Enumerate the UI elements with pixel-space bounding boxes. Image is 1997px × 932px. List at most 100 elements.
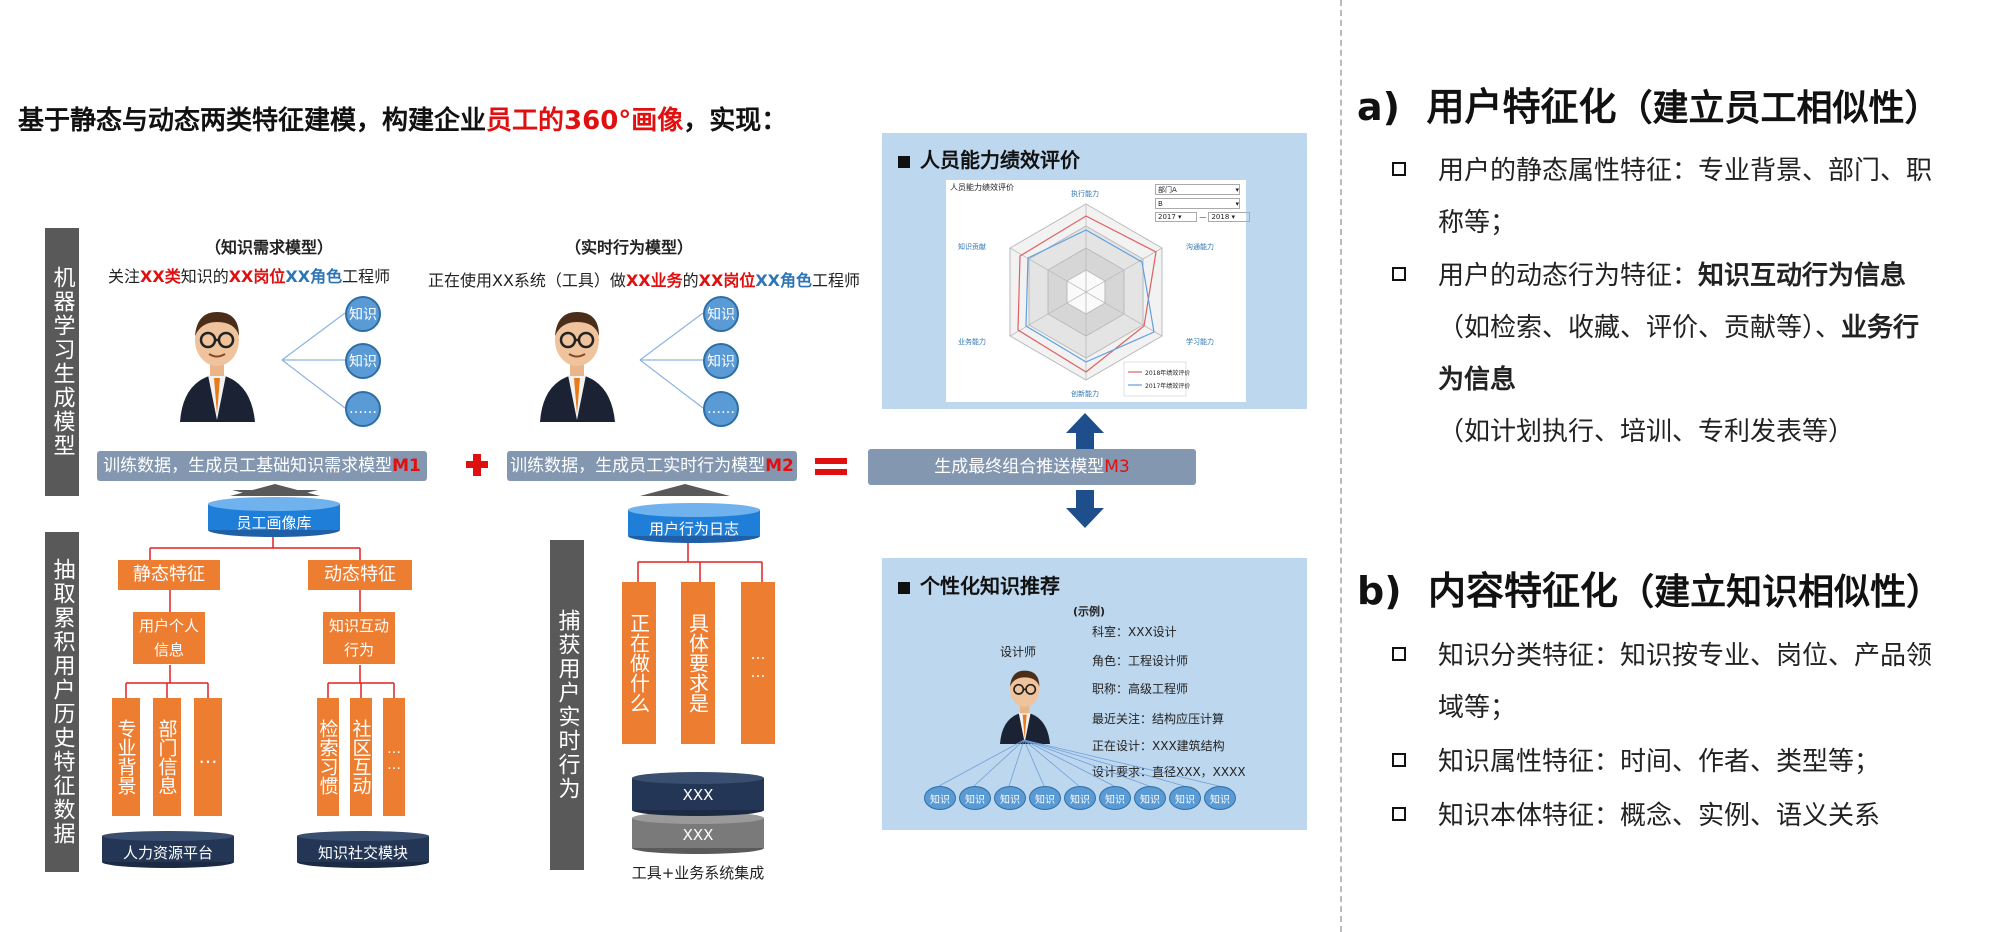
system-bottom-label: XXX xyxy=(682,826,714,844)
db-behavior-log: 用户行为日志 xyxy=(648,520,739,538)
panel-title-text: 个性化知识推荐 xyxy=(920,574,1060,598)
headline: 基于静态与动态两类特征建模，构建企业员工的360°画像，实现： xyxy=(18,100,787,137)
model2-caption: 正在使用XX系统（工具）做XX业务的XX岗位XX角色工程师 xyxy=(428,267,860,291)
band-model-m3: 生成最终组合推送模型M3 xyxy=(868,449,1196,485)
legend-item-2017: 2017年绩效评价 xyxy=(1145,383,1191,390)
source-social-module: 知识社交模块 xyxy=(317,844,408,862)
model-code: M1 xyxy=(392,456,421,476)
caption-text: 的 xyxy=(682,271,699,290)
band-model-m2: 训练数据，生成员工实时行为模型M2 xyxy=(507,451,797,481)
section-subtitle: （建立员工相似性） xyxy=(1616,88,1941,129)
knowledge-node: …… xyxy=(703,391,739,427)
model1-title: （知识需求模型） xyxy=(205,238,334,257)
radar-axis-label: 学习能力 xyxy=(1186,338,1214,346)
model-code: M2 xyxy=(765,456,794,476)
square-bullet-icon xyxy=(1392,162,1406,176)
panel-title-text: 人员能力绩效评价 xyxy=(920,148,1080,172)
select-value: 部门A xyxy=(1158,186,1177,194)
model1-caption: 关注XX类知识的XX岗位XX角色工程师 xyxy=(108,263,390,287)
radar-axis-label: 执行能力 xyxy=(1071,190,1099,198)
info-line: 正在设计：XXX建筑结构 xyxy=(1092,739,1225,753)
static-leaf: 专业背景 xyxy=(112,698,140,816)
role-select[interactable]: B▾ xyxy=(1155,198,1240,209)
section-letter: a) xyxy=(1357,85,1401,129)
info-line: 最近关注：结构应压计算 xyxy=(1092,712,1225,726)
select-value: 2018 xyxy=(1211,213,1230,221)
caption-text: XX岗位 xyxy=(698,271,756,290)
band-text: 生成最终组合推送模型 xyxy=(934,457,1105,477)
realtime-leaf: 具体要求是 xyxy=(681,582,715,744)
chevron-down-icon: ▾ xyxy=(1235,186,1239,194)
recommend-knowledge-node: 知识 xyxy=(994,786,1026,810)
radar-axis-label: 创新能力 xyxy=(1071,390,1099,398)
legend-item-2018: 2018年绩效评价 xyxy=(1145,370,1191,377)
system-top-label: XXX xyxy=(682,786,714,804)
caption-text: XX角色 xyxy=(285,267,343,286)
knowledge-interaction: 知识互动行为 xyxy=(323,612,395,664)
bullet-text: 知识本体特征：概念、实例、语义关系 xyxy=(1438,801,1881,831)
static-leaf: 部门信息 xyxy=(153,698,181,816)
recommend-knowledge-node: 知识 xyxy=(924,786,956,810)
bullet-part: （如计划执行、培训、专利发表等） xyxy=(1438,417,1855,447)
info-line: 职称：高级工程师 xyxy=(1092,682,1189,696)
radar-axis-label: 知识贡献 xyxy=(958,243,986,251)
engineer-avatar-1 xyxy=(180,312,255,422)
section-b-title: b) 内容特征化（建立知识相似性） xyxy=(1357,560,1942,615)
panel-recommendation-title: 个性化知识推荐 xyxy=(898,570,1060,599)
designer-avatar xyxy=(1000,670,1050,744)
recommend-knowledge-node: 知识 xyxy=(1064,786,1096,810)
square-bullet-icon xyxy=(1392,753,1406,767)
dynamic-feature-header: 动态特征 xyxy=(308,560,412,590)
recommend-knowledge-node: 知识 xyxy=(1099,786,1131,810)
section-a-title: a) 用户特征化（建立员工相似性） xyxy=(1357,76,1941,131)
bullet-part-bold: 知识互动行为信息 xyxy=(1698,261,1907,291)
band-model-m1: 训练数据，生成员工基础知识需求模型M1 xyxy=(97,451,427,481)
bullet-part: （如检索、收藏、评价、贡献等）、 xyxy=(1438,313,1842,343)
square-bullet-icon xyxy=(1392,647,1406,661)
caption-text: XX岗位 xyxy=(228,267,286,286)
band-text: 训练数据，生成员工基础知识需求模型 xyxy=(103,456,393,476)
model-code: M3 xyxy=(1104,457,1130,477)
model2-title: （实时行为模型） xyxy=(565,238,694,257)
platform-base xyxy=(102,831,234,868)
connector-lines xyxy=(125,312,1104,698)
bullet-text: 知识分类特征：知识按专业、岗位、产品领域等； xyxy=(1438,641,1933,723)
caption-text: 工程师 xyxy=(812,271,861,290)
info-line: 设计要求：直径XXX，XXXX xyxy=(1092,765,1246,779)
section-title-text: 用户特征化 xyxy=(1426,85,1617,129)
section-subtitle: （建立知识相似性） xyxy=(1618,572,1943,613)
knowledge-node: 知识 xyxy=(345,296,381,332)
year-range: 2017 ▾ — 2018 ▾ xyxy=(1155,212,1251,222)
panel-performance-title: 人员能力绩效评价 xyxy=(898,144,1080,173)
database-icon xyxy=(208,497,340,537)
dept-select[interactable]: 部门A ▾ xyxy=(1155,184,1240,195)
engineer-avatar-2 xyxy=(540,312,615,422)
realtime-leaf: 正在做什么 xyxy=(622,582,656,744)
caption-text: XX业务 xyxy=(625,271,683,290)
info-line: 科室：XXX设计 xyxy=(1092,625,1177,639)
caption-text: 工程师 xyxy=(342,267,391,286)
db-employee-profile: 员工画像库 xyxy=(236,514,312,532)
recommend-knowledge-node: 知识 xyxy=(1134,786,1166,810)
caption-text: 关注 xyxy=(108,267,141,286)
caption-text: XX类 xyxy=(140,267,181,286)
section-b-bullet-3: 知识本体特征：概念、实例、语义关系 xyxy=(1392,790,1952,842)
caption-text: 正在使用XX系统（工具）做 xyxy=(428,271,626,290)
recommend-knowledge-node: 知识 xyxy=(1204,786,1236,810)
section-a-bullet-2: 用户的动态行为特征：知识互动行为信息（如检索、收藏、评价、贡献等）、业务行为信息… xyxy=(1392,250,1932,458)
label-capture-realtime: 捕获用户实时行为 xyxy=(550,540,584,870)
radar-axis-label: 沟通能力 xyxy=(1186,243,1214,251)
recommend-knowledge-node: 知识 xyxy=(1029,786,1061,810)
knowledge-node: 知识 xyxy=(345,343,381,379)
label-extract-history: 抽取累积用户历史特征数据 xyxy=(45,532,79,872)
section-title-text: 内容特征化 xyxy=(1428,569,1619,613)
year-from-select[interactable]: 2017 ▾ xyxy=(1155,212,1197,222)
square-bullet-icon xyxy=(1392,267,1406,281)
system-stack xyxy=(632,772,764,854)
year-to-select[interactable]: 2018 ▾ xyxy=(1208,212,1251,222)
bullet-part-bold: 业务行为信息 xyxy=(1438,313,1920,395)
recommend-knowledge-node: 知识 xyxy=(1169,786,1201,810)
section-b-bullet-1: 知识分类特征：知识按专业、岗位、产品领域等； xyxy=(1392,630,1952,734)
knowledge-node: 知识 xyxy=(703,343,739,379)
chevron-down-icon: ▾ xyxy=(1235,200,1239,208)
